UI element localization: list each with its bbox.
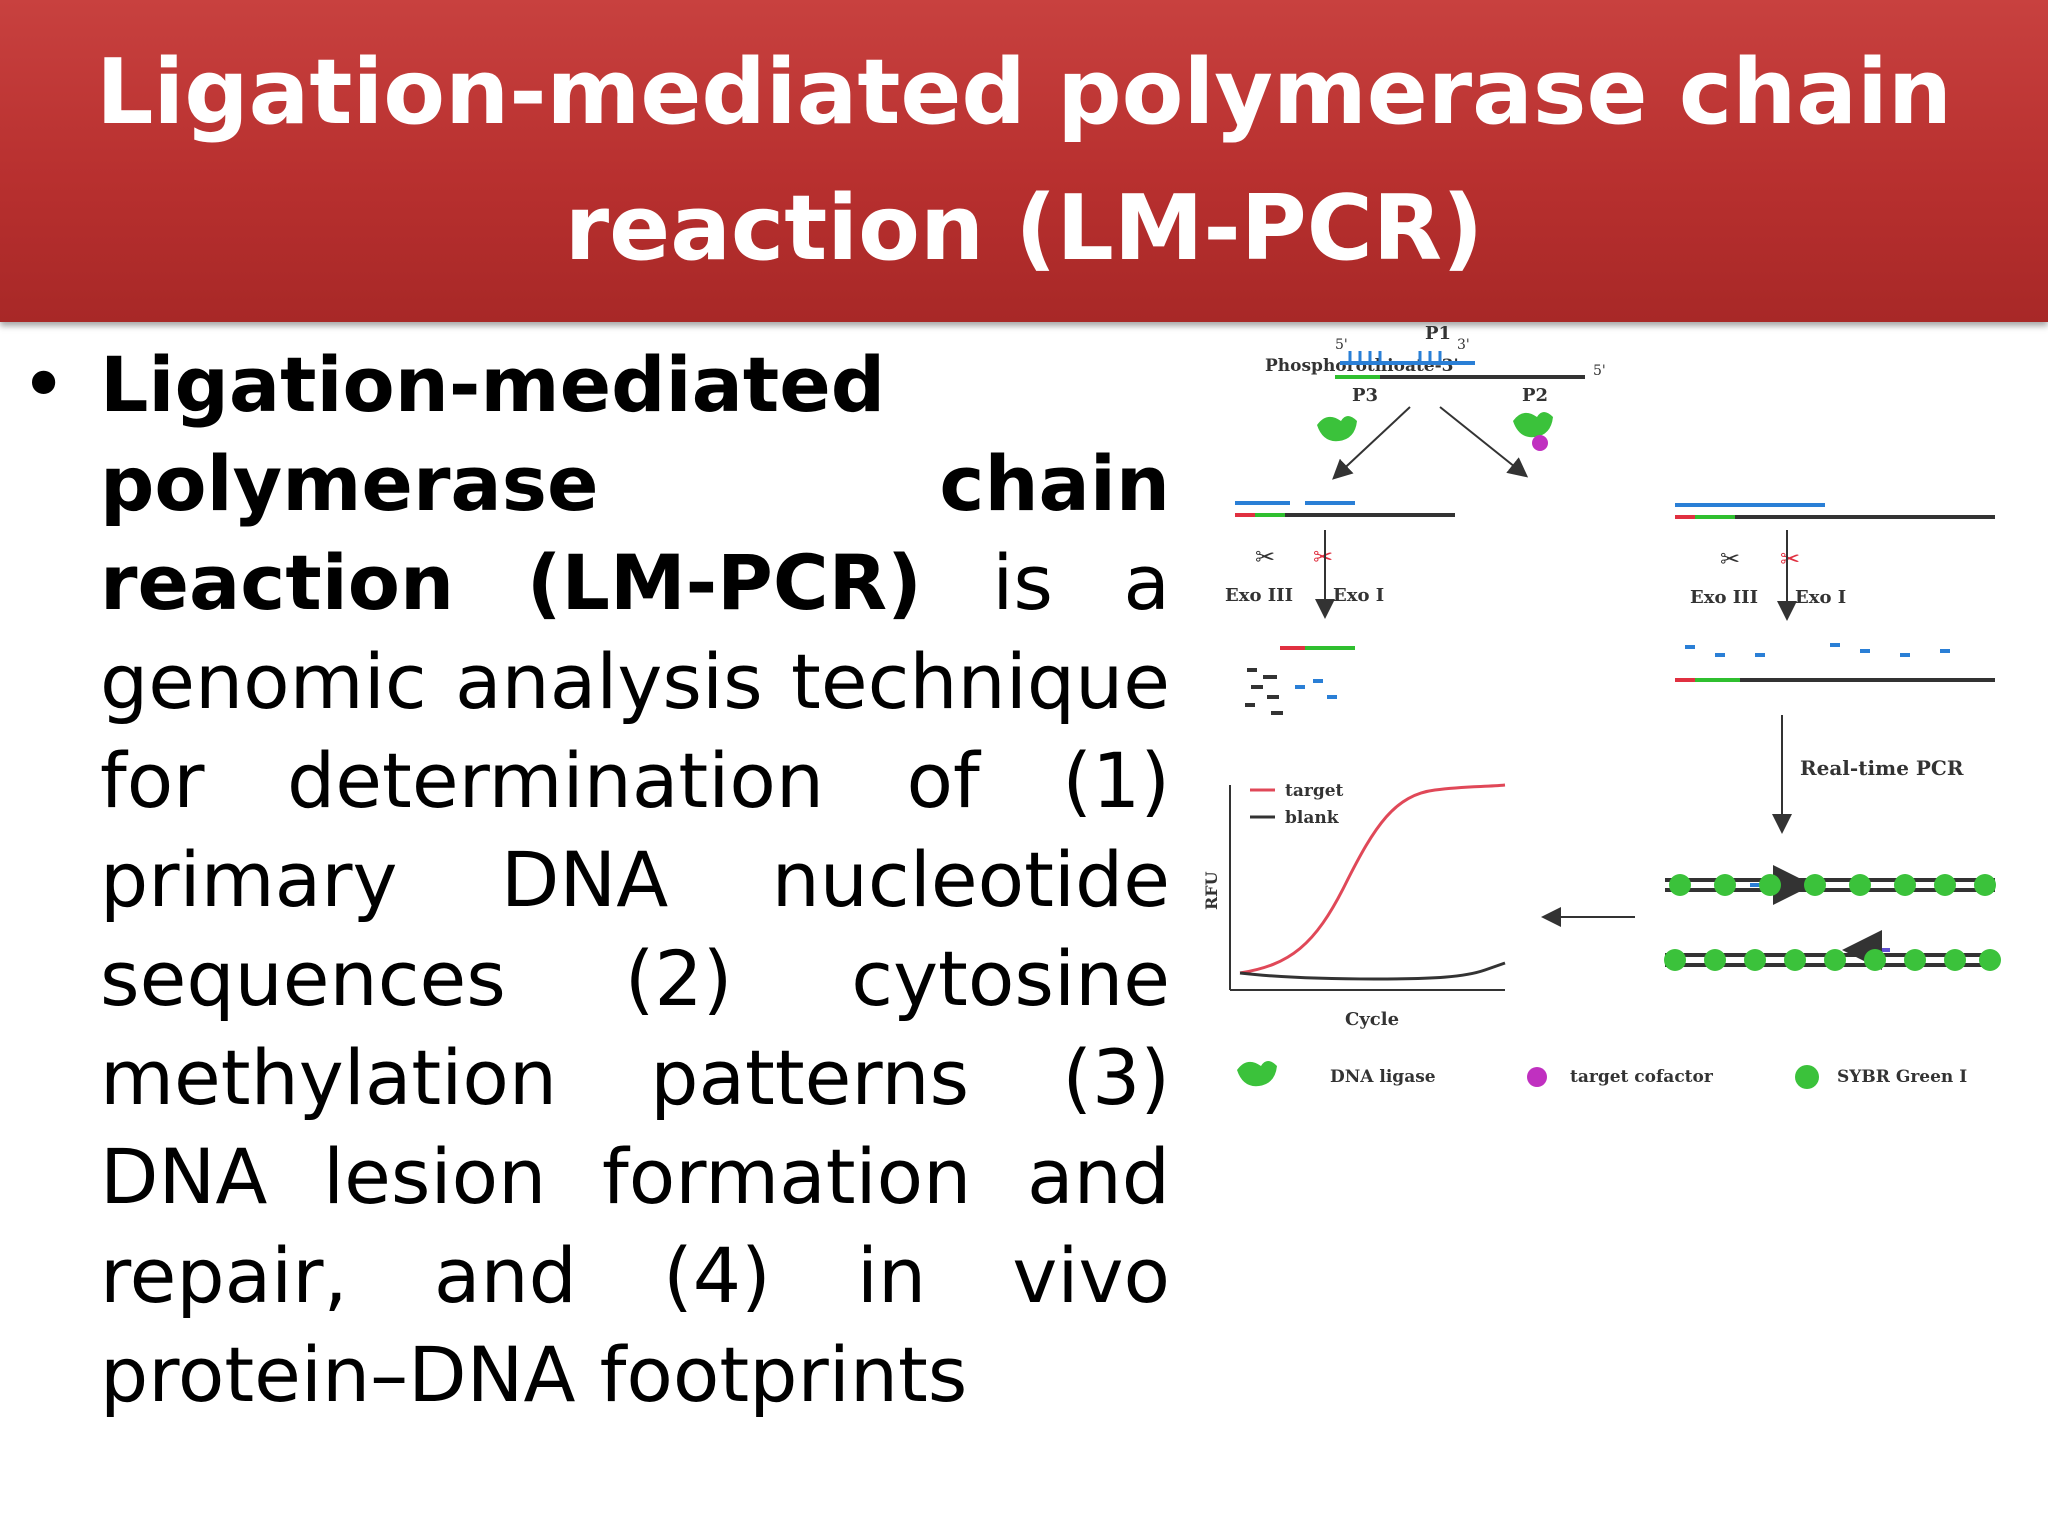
bullet-paragraph: Ligation-mediated polymerase chain react… <box>100 335 1170 1424</box>
bullet-marker: • <box>20 338 68 431</box>
label-3prime: 3' <box>1457 337 1470 353</box>
key-sybr-icon <box>1795 1065 1819 1089</box>
sybr-dyes-top <box>1669 874 1996 896</box>
label-exo3-right: Exo III <box>1690 587 1758 608</box>
ligase-icon-left <box>1317 416 1357 442</box>
bullet-bold-term: Ligation-mediated polymerase chain react… <box>100 340 1170 627</box>
slide-body: • Ligation-mediated polymerase chain rea… <box>20 335 1175 1424</box>
diagram-canvas: P1 3' 5' Phosphorothioate-3' 5' P3 P2 ✂ <box>1202 325 2001 1089</box>
label-cycle: Cycle <box>1345 1009 1399 1030</box>
title-banner: Ligation-mediated polymerase chain react… <box>0 0 2048 322</box>
label-p2: P2 <box>1522 385 1548 406</box>
key-target-cofactor-label: target cofactor <box>1570 1067 1714 1087</box>
label-realtime-pcr: Real-time PCR <box>1800 756 1964 780</box>
label-rfu: RFU <box>1202 871 1221 910</box>
slide-title: Ligation-mediated polymerase chain react… <box>96 40 1952 281</box>
sybr-dyes-bottom <box>1664 949 2001 971</box>
fragments-blue-right <box>1685 643 1950 657</box>
blank-curve <box>1239 961 1506 981</box>
label-exo3-left: Exo III <box>1225 585 1293 606</box>
arrow-right-branch <box>1439 406 1529 478</box>
primer-p1-ticks <box>1348 351 1442 363</box>
label-5prime: 5' <box>1335 337 1348 353</box>
legend-blank-label: blank <box>1285 808 1340 828</box>
scissors-icon-right-b: ✂ <box>1780 545 1800 573</box>
label-exo1-right: Exo I <box>1795 587 1846 608</box>
lm-pcr-diagram: P1 3' 5' Phosphorothioate-3' 5' P3 P2 ✂ <box>1195 325 2015 1105</box>
scissors-icon-left-a: ✂ <box>1255 543 1275 571</box>
bullet-item: • Ligation-mediated polymerase chain rea… <box>20 335 1175 1424</box>
scissors-icon-right-a: ✂ <box>1720 545 1740 573</box>
label-exo1-left: Exo I <box>1333 585 1384 606</box>
key-dna-ligase-label: DNA ligase <box>1330 1067 1436 1087</box>
fragments-blue-left <box>1295 679 1337 699</box>
arrow-left-branch <box>1332 406 1411 480</box>
key-cofactor-icon <box>1527 1067 1547 1087</box>
cofactor-icon <box>1532 435 1548 451</box>
key-ligase-icon <box>1237 1061 1277 1087</box>
key-sybr-label: SYBR Green I <box>1837 1067 1967 1087</box>
label-p3: P3 <box>1352 385 1378 406</box>
target-curve <box>1239 783 1506 975</box>
bullet-description: is a genomic analysis technique for dete… <box>100 538 1170 1419</box>
fragments-black-left <box>1245 668 1283 715</box>
scissors-icon-left-b: ✂ <box>1313 543 1333 571</box>
ligase-icon-right <box>1513 412 1553 438</box>
label-p1: P1 <box>1425 325 1451 344</box>
legend-target-label: target <box>1285 781 1344 801</box>
label-5prime-end: 5' <box>1593 363 1606 379</box>
